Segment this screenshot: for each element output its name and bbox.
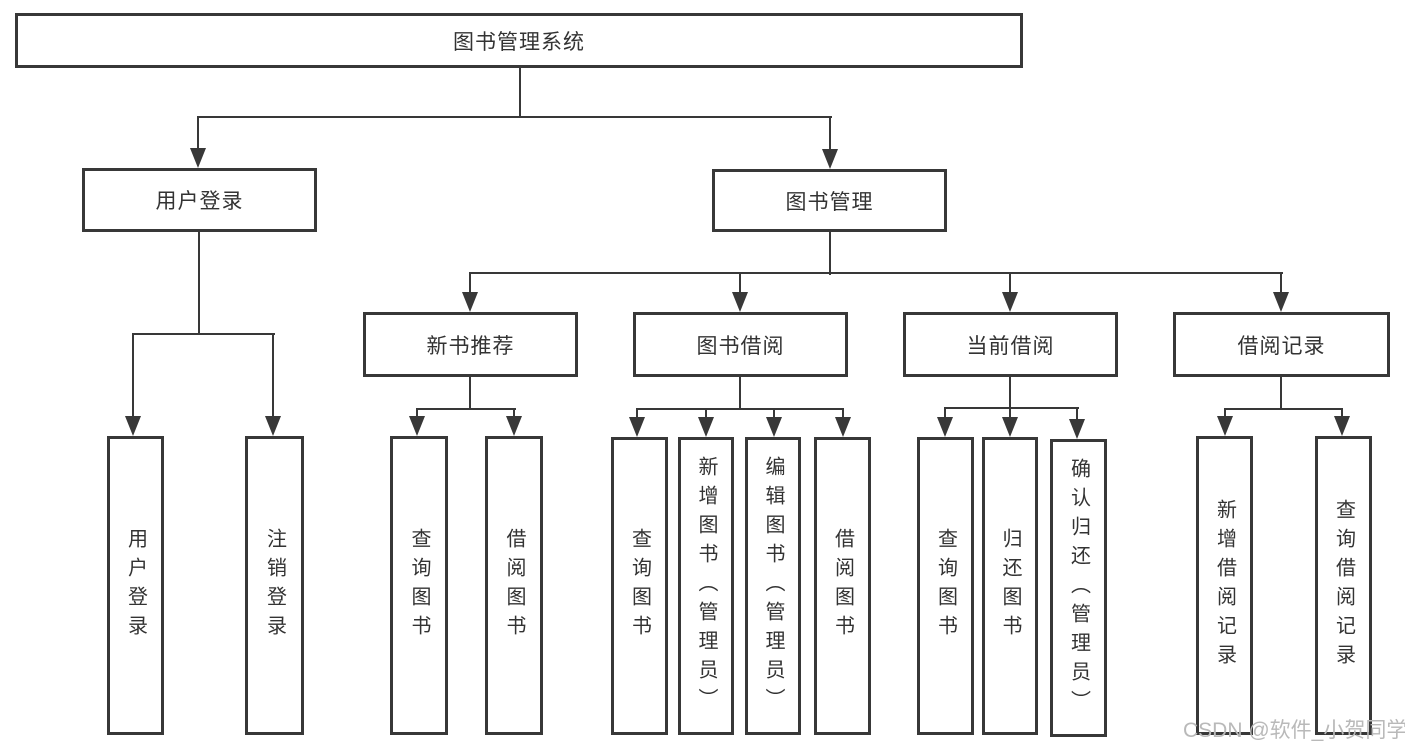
connector-to-leaf-logout [272, 333, 274, 418]
leaf-cb-confirm-return: 确认归还（管理员） [1050, 439, 1107, 737]
leaf-br-add-record-label: 新增借阅记录 [1213, 498, 1236, 673]
connector-nr-stem [469, 377, 471, 410]
leaf-cb-return-book: 归还图书 [982, 437, 1038, 735]
leaf-logout: 注销登录 [245, 436, 304, 735]
leaf-br-query-record: 查询借阅记录 [1315, 436, 1372, 735]
connector-to-new-book-recommend [469, 272, 471, 294]
connector-bb-stem [739, 377, 741, 410]
connector-cb-branch [944, 407, 1079, 409]
connector-book-mgmt-branch [469, 272, 1283, 274]
arrowhead-cb-query [937, 417, 953, 437]
connector-to-cb-return [1009, 407, 1011, 419]
leaf-bb-query-book-label: 查询图书 [628, 528, 651, 644]
connector-to-br-query [1341, 408, 1343, 418]
arrowhead-cb-confirm [1069, 419, 1085, 439]
leaf-bb-edit-book: 编辑图书（管理员） [745, 437, 801, 735]
node-current-borrow-label: 当前借阅 [966, 334, 1055, 358]
arrowhead-book-mgmt [822, 149, 838, 169]
leaf-cb-query-book: 查询图书 [917, 437, 974, 735]
arrowhead-book-borrow [732, 292, 748, 312]
leaf-bb-edit-book-label: 编辑图书（管理员） [762, 455, 784, 717]
leaf-nr-query-book-label: 查询图书 [408, 527, 430, 644]
connector-root-to-user-login [197, 116, 199, 150]
connector-to-leaf-user-login [132, 333, 134, 418]
leaf-bb-add-book-label: 新增图书（管理员） [695, 455, 717, 717]
arrowhead-bb-query [629, 417, 645, 437]
node-book-borrow-label: 图书借阅 [696, 334, 785, 358]
leaf-cb-query-book-label: 查询图书 [934, 528, 957, 644]
leaf-bb-borrow-book-label: 借阅图书 [831, 528, 854, 644]
connector-to-current-borrow [1009, 272, 1011, 294]
node-current-borrow: 当前借阅 [903, 312, 1118, 377]
connector-book-mgmt-stem [829, 232, 831, 275]
arrowhead-borrow-record [1273, 292, 1289, 312]
arrowhead-nr-query [409, 416, 425, 436]
node-new-book-recommend-label: 新书推荐 [426, 334, 515, 358]
connector-to-book-borrow [739, 272, 741, 294]
connector-user-login-branch [132, 333, 275, 335]
arrowhead-br-add [1217, 416, 1233, 436]
connector-to-cb-query [944, 407, 946, 419]
connector-to-nr-borrow [513, 408, 515, 418]
leaf-logout-label: 注销登录 [263, 527, 286, 644]
node-user-login-label: 用户登录 [155, 190, 244, 213]
arrowhead-nr-borrow [506, 416, 522, 436]
arrowhead-br-query [1334, 416, 1350, 436]
arrowhead-bb-add [698, 417, 714, 437]
connector-bb-branch [636, 408, 844, 410]
connector-br-branch [1224, 408, 1343, 410]
arrowhead-bb-borrow [835, 417, 851, 437]
connector-br-stem [1280, 377, 1282, 410]
node-book-management-label: 图书管理 [785, 190, 874, 214]
arrowhead-user-login [190, 148, 206, 168]
connector-to-br-add [1224, 408, 1226, 418]
arrowhead-cb-return [1002, 417, 1018, 437]
leaf-br-add-record: 新增借阅记录 [1196, 436, 1253, 735]
arrowhead-leaf-logout [265, 416, 281, 436]
node-borrow-record-label: 借阅记录 [1237, 334, 1326, 358]
node-new-book-recommend: 新书推荐 [363, 312, 578, 377]
node-user-login: 用户登录 [82, 168, 317, 232]
connector-user-login-stem [198, 232, 200, 335]
connector-to-bb-add [705, 408, 707, 419]
leaf-cb-confirm-return-label: 确认归还（管理员） [1067, 457, 1090, 719]
node-book-management: 图书管理 [712, 169, 947, 232]
connector-to-bb-edit [773, 408, 775, 419]
connector-to-bb-borrow [842, 408, 844, 419]
connector-to-bb-query [636, 408, 638, 419]
leaf-nr-query-book: 查询图书 [390, 436, 448, 735]
arrowhead-current-borrow [1002, 292, 1018, 312]
connector-to-borrow-record [1280, 272, 1282, 294]
connector-to-cb-confirm [1076, 407, 1078, 419]
leaf-nr-borrow-book: 借阅图书 [485, 436, 543, 735]
arrowhead-bb-edit [766, 417, 782, 437]
csdn-watermark: CSDN @软件_小贺同学 [1183, 719, 1405, 742]
arrowhead-leaf-user-login [125, 416, 141, 436]
leaf-br-query-record-label: 查询借阅记录 [1332, 498, 1355, 673]
node-root-label: 图书管理系统 [453, 30, 585, 54]
node-borrow-record: 借阅记录 [1173, 312, 1390, 377]
leaf-bb-add-book: 新增图书（管理员） [678, 437, 734, 735]
connector-root-to-book-mgmt [829, 116, 831, 150]
leaf-nr-borrow-book-label: 借阅图书 [503, 527, 525, 644]
leaf-user-login: 用户登录 [107, 436, 164, 735]
connector-root-stem [519, 68, 521, 117]
leaf-bb-query-book: 查询图书 [611, 437, 668, 735]
node-book-borrow: 图书借阅 [633, 312, 848, 377]
node-root: 图书管理系统 [15, 13, 1023, 68]
connector-cb-stem [1009, 377, 1011, 409]
connector-root-branch [197, 116, 832, 118]
connector-to-nr-query [416, 408, 418, 418]
arrowhead-new-book-recommend [462, 292, 478, 312]
connector-nr-branch [416, 408, 516, 410]
leaf-user-login-label: 用户登录 [124, 527, 147, 644]
leaf-bb-borrow-book: 借阅图书 [814, 437, 871, 735]
leaf-cb-return-book-label: 归还图书 [999, 528, 1021, 644]
